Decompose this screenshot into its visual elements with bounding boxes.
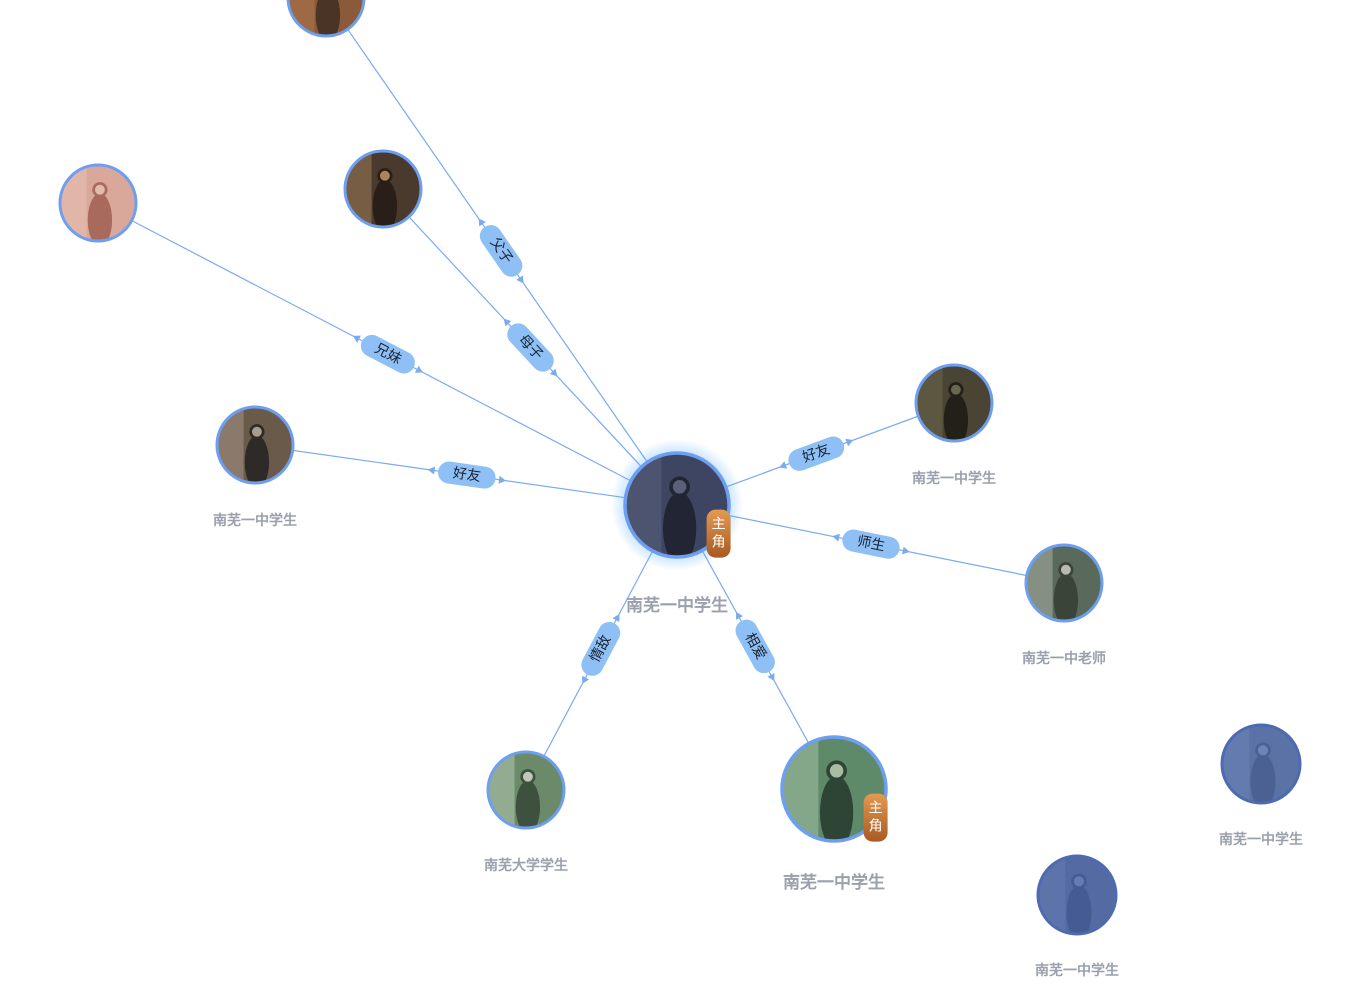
node-faded-1[interactable]: 南芜一中学生 — [1219, 723, 1303, 848]
edge-label: 相爱 — [735, 619, 775, 674]
edge-label: 好友 — [788, 436, 845, 471]
protagonist-badge: 主角 — [863, 793, 888, 842]
avatar-border — [623, 451, 731, 559]
node-friend-right[interactable]: 南芜一中学生 — [912, 363, 996, 487]
node-mother[interactable] — [343, 149, 423, 233]
edge-label: 母子 — [507, 323, 554, 372]
edge-label: 师生 — [842, 529, 900, 559]
edge-teacher[interactable]: 师生 — [676, 504, 1065, 584]
avatar — [217, 407, 293, 483]
edge-arrow-icon — [352, 335, 361, 343]
badge-bg — [863, 793, 888, 842]
edge-label-pill — [735, 619, 775, 674]
avatar-border — [286, 0, 366, 38]
edge-arrow-icon — [612, 614, 620, 622]
node-label: 南芜一中学生 — [626, 595, 728, 616]
avatar — [916, 365, 992, 441]
edge-arrow-icon — [414, 365, 423, 373]
avatar-border — [343, 149, 423, 229]
edge-arrow-icon — [902, 546, 910, 555]
protagonist-badge: 主角 — [706, 509, 731, 558]
badge-char: 主 — [712, 517, 726, 533]
edge-label-pill — [437, 461, 496, 489]
node-teacher[interactable]: 南芜一中老师 — [1022, 543, 1106, 667]
node-label: 南芜一中学生 — [1219, 831, 1303, 848]
edge-label: 情敌 — [581, 621, 621, 676]
node-label: 南芜一中老师 — [1022, 650, 1106, 667]
node-friend-left[interactable]: 南芜一中学生 — [213, 405, 297, 529]
edge-label-pill — [507, 323, 554, 372]
node-rival[interactable]: 南芜大学学生 — [484, 750, 568, 874]
node-label: 南芜一中学生 — [1035, 962, 1119, 979]
badge-char: 角 — [869, 819, 883, 835]
edge-arrow-icon — [427, 466, 436, 475]
avatar — [782, 737, 886, 841]
edge-label-text: 好友 — [452, 465, 482, 485]
avatar — [1038, 856, 1116, 934]
avatar-border — [914, 363, 994, 443]
edge-label-pill — [479, 225, 523, 277]
avatar-border — [780, 735, 888, 843]
edge-label: 父子 — [479, 225, 523, 277]
edge-label-pill — [581, 621, 621, 676]
edge-father[interactable]: 父子 — [326, 0, 678, 506]
edge-arrow-icon — [478, 218, 486, 227]
badge-bg — [706, 509, 731, 558]
node-label: 南芜一中学生 — [912, 470, 996, 487]
edge-arrow-icon — [582, 675, 590, 684]
avatar-border — [215, 405, 295, 485]
avatar-border — [58, 163, 138, 243]
edge-arrow-icon — [516, 275, 524, 284]
avatar-border — [1036, 854, 1118, 936]
edge-arrow-icon — [779, 461, 788, 469]
node-label: 南芜一中学生 — [213, 512, 297, 529]
edge-label-pill — [360, 334, 415, 374]
avatar-border — [1024, 543, 1104, 623]
node-sister[interactable] — [58, 163, 138, 247]
edge-label: 兄妹 — [360, 334, 415, 374]
avatar-border — [486, 750, 566, 830]
badge-char: 角 — [712, 535, 726, 551]
edge-label-text: 师生 — [856, 533, 887, 554]
edge-arrow-icon — [832, 533, 840, 542]
edge-label-pill — [788, 436, 845, 471]
edge-arrow-icon — [767, 673, 775, 681]
node-faded-2[interactable]: 南芜一中学生 — [1035, 854, 1119, 979]
edge-arrow-icon — [845, 438, 854, 447]
edge-friend-left[interactable]: 好友 — [254, 444, 678, 506]
edge-arrow-icon — [498, 475, 506, 484]
edge-label-pill — [842, 529, 900, 559]
node-label: 南芜大学学生 — [484, 857, 568, 874]
edge-arrow-icon — [736, 611, 743, 620]
edge-label: 好友 — [437, 461, 496, 489]
node-label: 南芜一中学生 — [783, 872, 885, 893]
edge-arrow-icon — [549, 368, 558, 377]
avatar-border — [1220, 723, 1302, 805]
edge-sister[interactable]: 兄妹 — [97, 202, 678, 506]
edge-arrow-icon — [503, 318, 512, 327]
badge-char: 主 — [869, 801, 883, 817]
nodes-layer: 南芜一中学生南芜一中学生南芜一中老师南芜大学学生主角南芜一中学生南芜一中学生南芜… — [58, 0, 1303, 979]
